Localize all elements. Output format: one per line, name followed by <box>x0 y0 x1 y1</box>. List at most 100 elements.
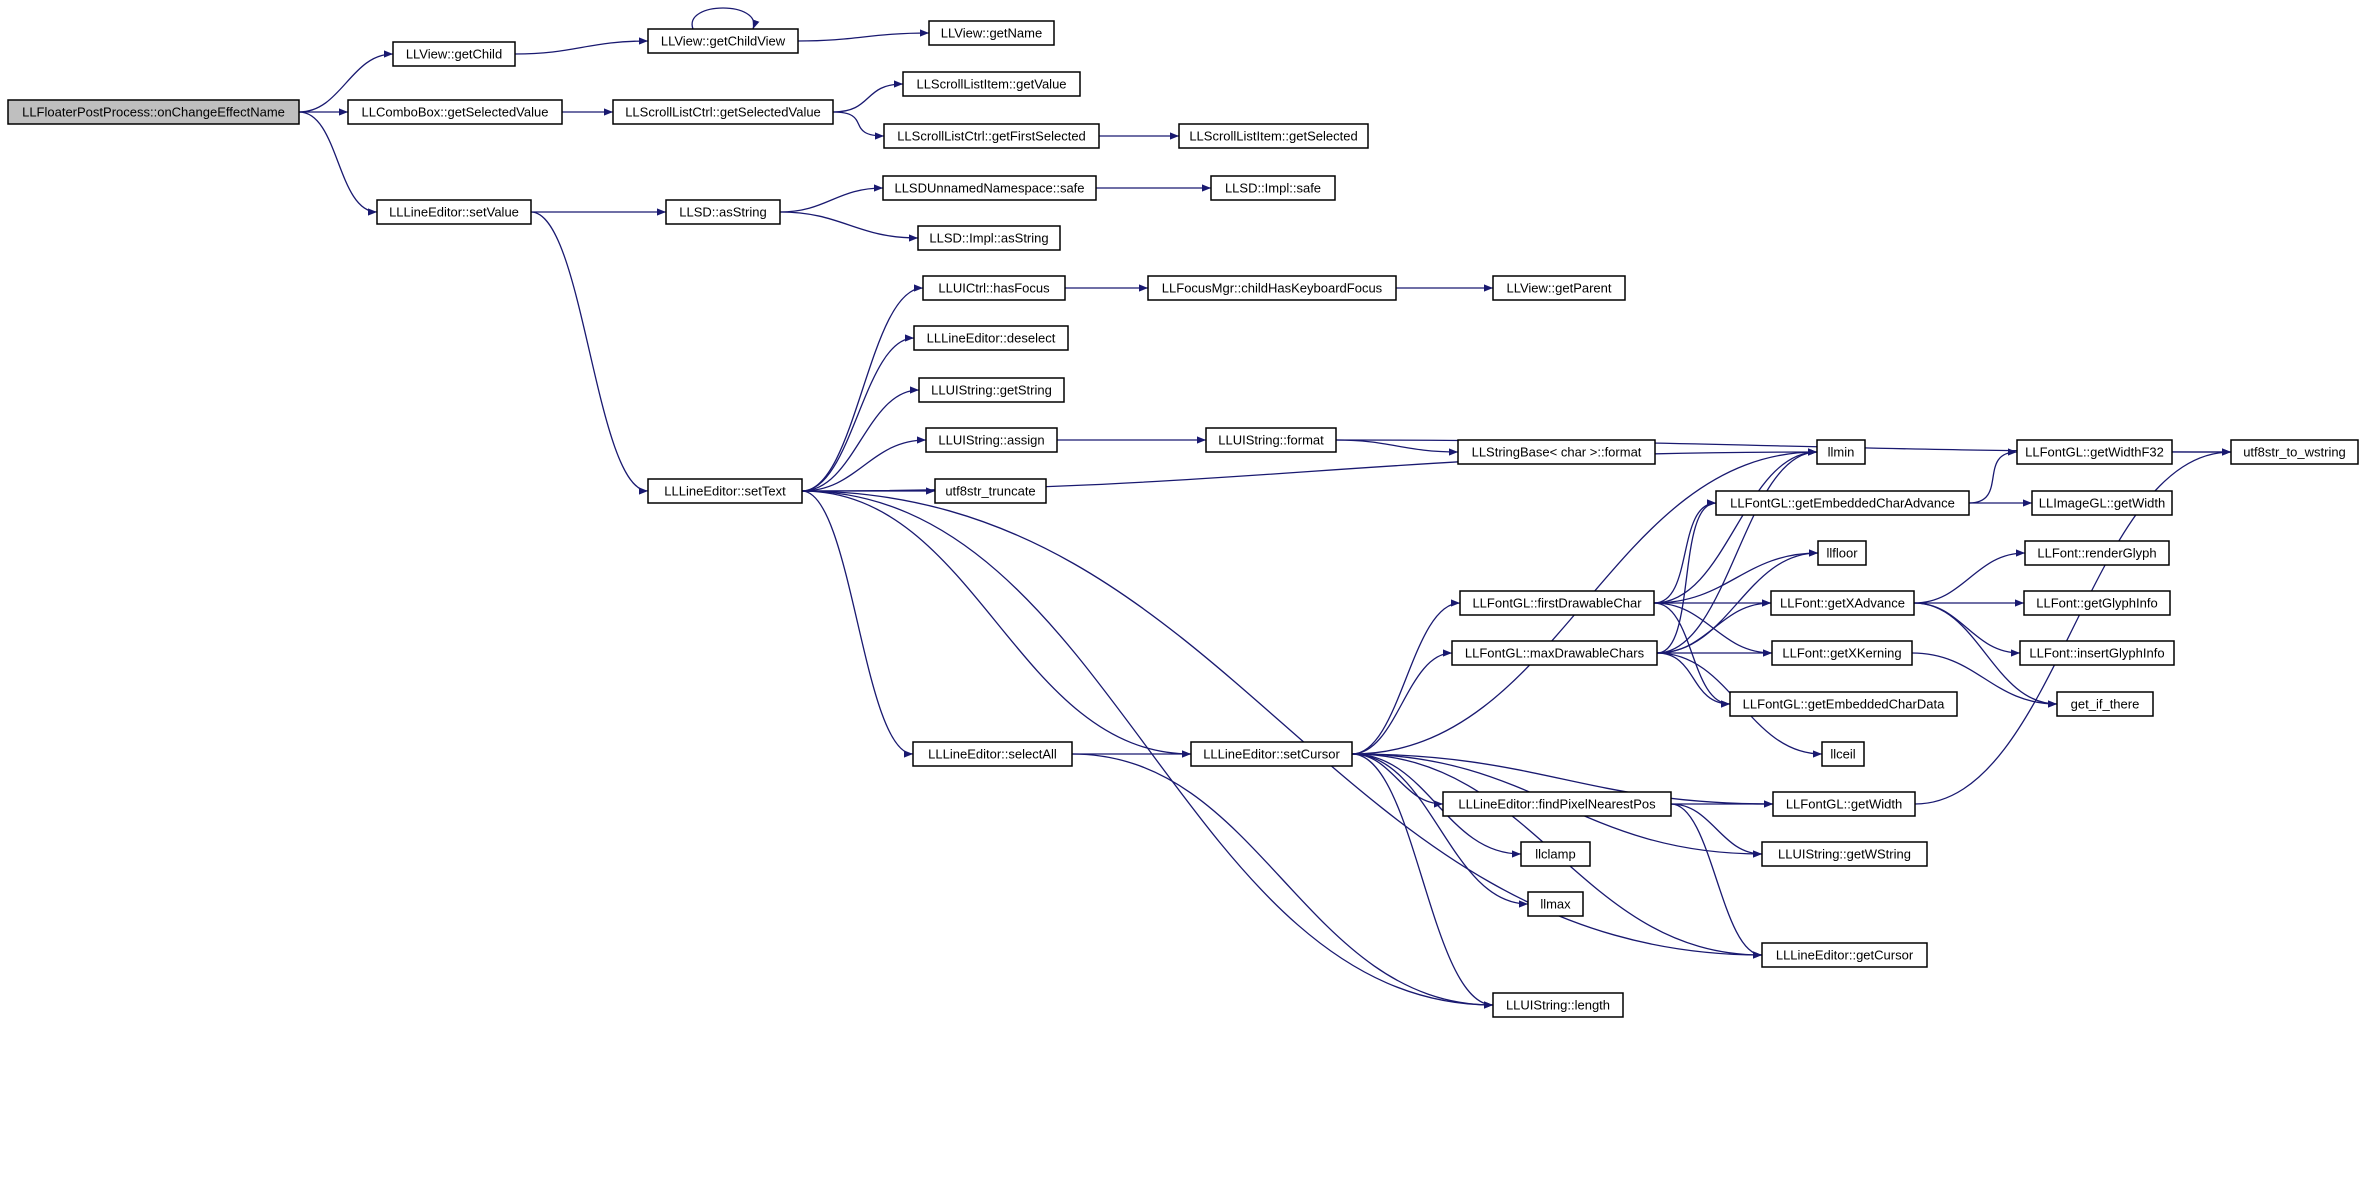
node-getFirstSelected[interactable]: LLScrollListCtrl::getFirstSelected <box>883 123 1100 149</box>
node-box[interactable] <box>2016 439 2173 465</box>
node-getGlyphInfo[interactable]: LLFont::getGlyphInfo <box>2023 590 2171 616</box>
node-embData[interactable]: LLFontGL::getEmbeddedCharData <box>1729 691 1958 717</box>
node-box[interactable] <box>2056 691 2154 717</box>
node-implAsString[interactable]: LLSD::Impl::asString <box>917 225 1061 251</box>
node-leSetValue[interactable]: LLLineEditor::setValue <box>376 199 532 225</box>
node-box[interactable] <box>2230 439 2359 465</box>
node-setCursor[interactable]: LLLineEditor::setCursor <box>1190 741 1353 767</box>
node-box[interactable] <box>1178 123 1369 149</box>
node-imgGetWidth[interactable]: LLImageGL::getWidth <box>2031 490 2173 516</box>
node-llfloor[interactable]: llfloor <box>1817 540 1867 566</box>
node-box[interactable] <box>1520 841 1591 867</box>
node-box[interactable] <box>1715 490 1970 516</box>
node-box[interactable] <box>2019 640 2175 666</box>
node-box[interactable] <box>647 28 799 54</box>
node-sbFormat[interactable]: LLStringBase< char >::format <box>1457 439 1656 465</box>
node-box[interactable] <box>1761 942 1928 968</box>
node-getXKerning[interactable]: LLFont::getXKerning <box>1771 640 1913 666</box>
node-getXAdvance[interactable]: LLFont::getXAdvance <box>1770 590 1915 616</box>
node-uiLength[interactable]: LLUIString::length <box>1492 992 1624 1018</box>
node-box[interactable] <box>922 275 1066 301</box>
node-box[interactable] <box>2023 590 2171 616</box>
node-utf8ToW[interactable]: utf8str_to_wstring <box>2230 439 2359 465</box>
node-box[interactable] <box>934 478 1047 504</box>
node-box[interactable] <box>1451 640 1658 666</box>
node-getWidthF32[interactable]: LLFontGL::getWidthF32 <box>2016 439 2173 465</box>
node-truncate[interactable]: utf8str_truncate <box>934 478 1047 504</box>
node-getParent[interactable]: LLView::getParent <box>1492 275 1626 301</box>
node-renderGlyph[interactable]: LLFont::renderGlyph <box>2024 540 2170 566</box>
node-deselect[interactable]: LLLineEditor::deselect <box>913 325 1069 351</box>
node-box[interactable] <box>1772 791 1916 817</box>
node-asString[interactable]: LLSD::asString <box>665 199 781 225</box>
node-selectAll[interactable]: LLLineEditor::selectAll <box>912 741 1073 767</box>
node-firstDrawable[interactable]: LLFontGL::firstDrawableChar <box>1459 590 1655 616</box>
node-hasFocus[interactable]: LLUICtrl::hasFocus <box>922 275 1066 301</box>
node-getIfThere[interactable]: get_if_there <box>2056 691 2154 717</box>
node-uiFormat[interactable]: LLUIString::format <box>1205 427 1337 453</box>
node-box[interactable] <box>1527 891 1584 917</box>
node-box[interactable] <box>883 123 1100 149</box>
node-embAdvance[interactable]: LLFontGL::getEmbeddedCharAdvance <box>1715 490 1970 516</box>
node-getCursor[interactable]: LLLineEditor::getCursor <box>1761 942 1928 968</box>
node-box[interactable] <box>1817 540 1867 566</box>
node-llclamp[interactable]: llclamp <box>1520 841 1591 867</box>
node-box[interactable] <box>1205 427 1337 453</box>
node-box[interactable] <box>928 20 1055 46</box>
node-box[interactable] <box>647 478 803 504</box>
node-uiGetString[interactable]: LLUIString::getString <box>918 377 1065 403</box>
node-box[interactable] <box>925 427 1058 453</box>
node-box[interactable] <box>665 199 781 225</box>
node-box[interactable] <box>917 225 1061 251</box>
node-root[interactable]: LLFloaterPostProcess::onChangeEffectName <box>7 99 300 125</box>
node-box[interactable] <box>1492 992 1624 1018</box>
node-box[interactable] <box>882 175 1097 201</box>
node-box[interactable] <box>1816 439 1866 465</box>
node-box[interactable] <box>7 99 300 125</box>
node-box[interactable] <box>918 377 1065 403</box>
node-box[interactable] <box>392 41 516 67</box>
node-box[interactable] <box>1729 691 1958 717</box>
node-llmax[interactable]: llmax <box>1527 891 1584 917</box>
node-insertGlyphInfo[interactable]: LLFont::insertGlyphInfo <box>2019 640 2175 666</box>
node-maxDrawable[interactable]: LLFontGL::maxDrawableChars <box>1451 640 1658 666</box>
edge-setCursor-to-fontGetWidth <box>1351 753 1774 808</box>
node-box[interactable] <box>1770 590 1915 616</box>
node-box[interactable] <box>1492 275 1626 301</box>
node-setText[interactable]: LLLineEditor::setText <box>647 478 803 504</box>
node-llmin[interactable]: llmin <box>1816 439 1866 465</box>
node-box[interactable] <box>2031 490 2173 516</box>
node-getSelected[interactable]: LLScrollListItem::getSelected <box>1178 123 1369 149</box>
node-box[interactable] <box>913 325 1069 351</box>
node-getChildView[interactable]: LLView::getChildView <box>647 28 799 54</box>
node-unnamedSafe[interactable]: LLSDUnnamedNamespace::safe <box>882 175 1097 201</box>
node-box[interactable] <box>347 99 563 125</box>
node-getName[interactable]: LLView::getName <box>928 20 1055 46</box>
node-box[interactable] <box>612 99 834 125</box>
node-box[interactable] <box>912 741 1073 767</box>
node-implSafe[interactable]: LLSD::Impl::safe <box>1210 175 1336 201</box>
node-box[interactable] <box>376 199 532 225</box>
node-box[interactable] <box>1821 741 1865 767</box>
node-sliGetValue[interactable]: LLScrollListItem::getValue <box>902 71 1081 97</box>
node-box[interactable] <box>1459 590 1655 616</box>
node-fontGetWidth[interactable]: LLFontGL::getWidth <box>1772 791 1916 817</box>
node-box[interactable] <box>902 71 1081 97</box>
node-box[interactable] <box>1442 791 1672 817</box>
node-findPixel[interactable]: LLLineEditor::findPixelNearestPos <box>1442 791 1672 817</box>
node-box[interactable] <box>1761 841 1928 867</box>
node-box[interactable] <box>1457 439 1656 465</box>
node-box[interactable] <box>1210 175 1336 201</box>
node-box[interactable] <box>1147 275 1397 301</box>
node-cbGetSelectedValue[interactable]: LLComboBox::getSelectedValue <box>347 99 563 125</box>
node-getWString[interactable]: LLUIString::getWString <box>1761 841 1928 867</box>
node-box[interactable] <box>1190 741 1353 767</box>
node-childHasKF[interactable]: LLFocusMgr::childHasKeyboardFocus <box>1147 275 1397 301</box>
node-box[interactable] <box>2024 540 2170 566</box>
node-llceil[interactable]: llceil <box>1821 741 1865 767</box>
node-getChild[interactable]: LLView::getChild <box>392 41 516 67</box>
node-slcGetSelectedValue[interactable]: LLScrollListCtrl::getSelectedValue <box>612 99 834 125</box>
node-uiAssign[interactable]: LLUIString::assign <box>925 427 1058 453</box>
edge-setCursor-to-llmax <box>1351 753 1529 908</box>
node-box[interactable] <box>1771 640 1913 666</box>
